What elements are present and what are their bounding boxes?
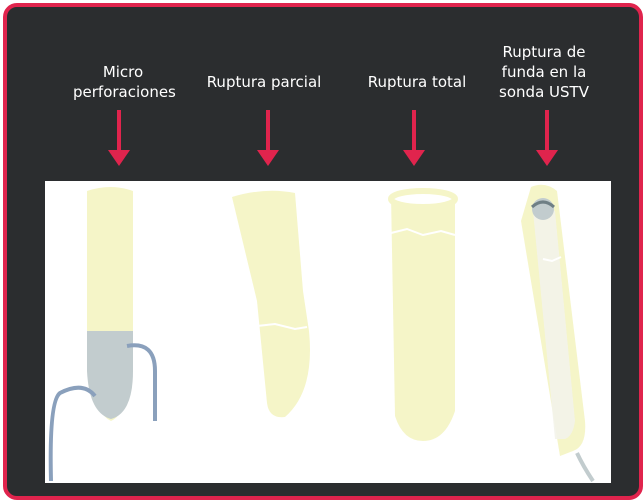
label-ruptura-parcial: Ruptura parcial <box>199 72 329 92</box>
arrow-down-2 <box>256 110 280 168</box>
condom-ruptura-parcial <box>232 191 310 417</box>
condom-micro-perforaciones <box>51 187 155 481</box>
illustration-panel <box>45 181 611 483</box>
label-micro-perforaciones: Micro perforaciones <box>73 62 173 102</box>
arrow-down-1 <box>107 110 131 168</box>
label-ruptura-total: Ruptura total <box>357 72 477 92</box>
figure-frame: Micro perforaciones Ruptura parcial Rupt… <box>3 3 643 500</box>
arrow-down-3 <box>402 110 426 168</box>
condom-ruptura-total <box>391 191 455 441</box>
arrow-down-4 <box>535 110 559 168</box>
label-ruptura-funda-ustv: Ruptura de funda en la sonda USTV <box>489 42 599 102</box>
condom-ruptura-funda-ustv <box>521 185 593 481</box>
